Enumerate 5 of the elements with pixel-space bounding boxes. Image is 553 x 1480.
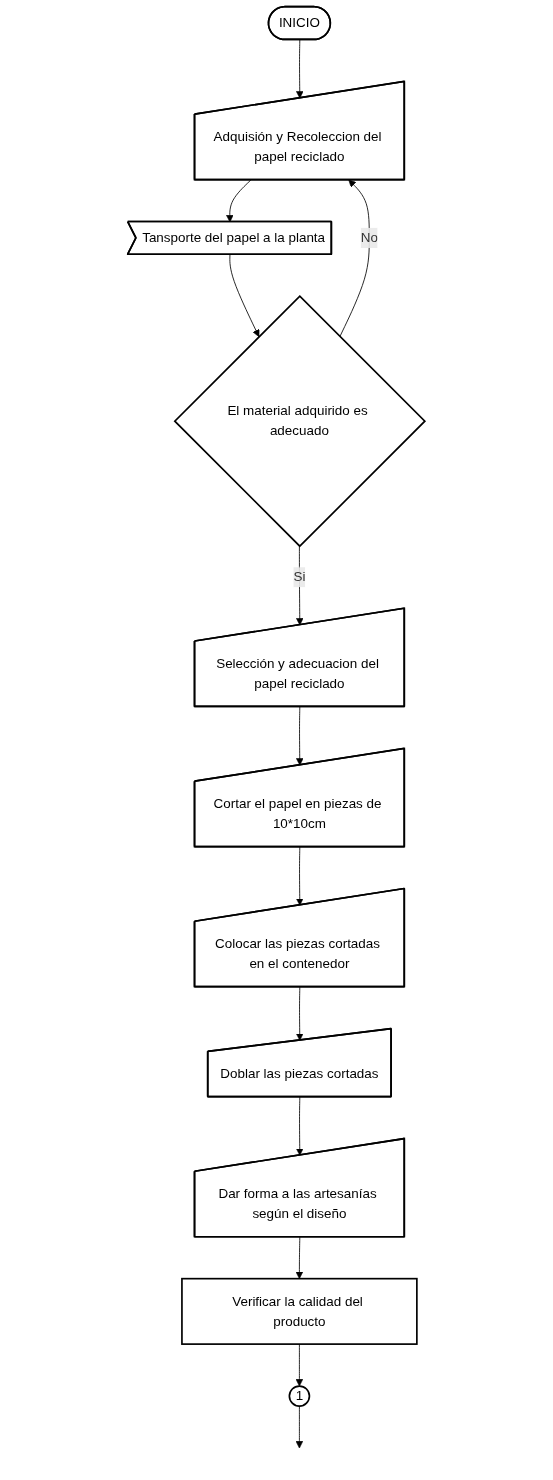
- node-circle: 1: [288, 1385, 311, 1407]
- edge-label: Si: [293, 569, 306, 584]
- edge-label: No: [360, 230, 379, 245]
- node-box: Verificar la calidad del producto: [181, 1277, 418, 1345]
- node-diamond: El material adquirido es adecuado: [173, 295, 427, 548]
